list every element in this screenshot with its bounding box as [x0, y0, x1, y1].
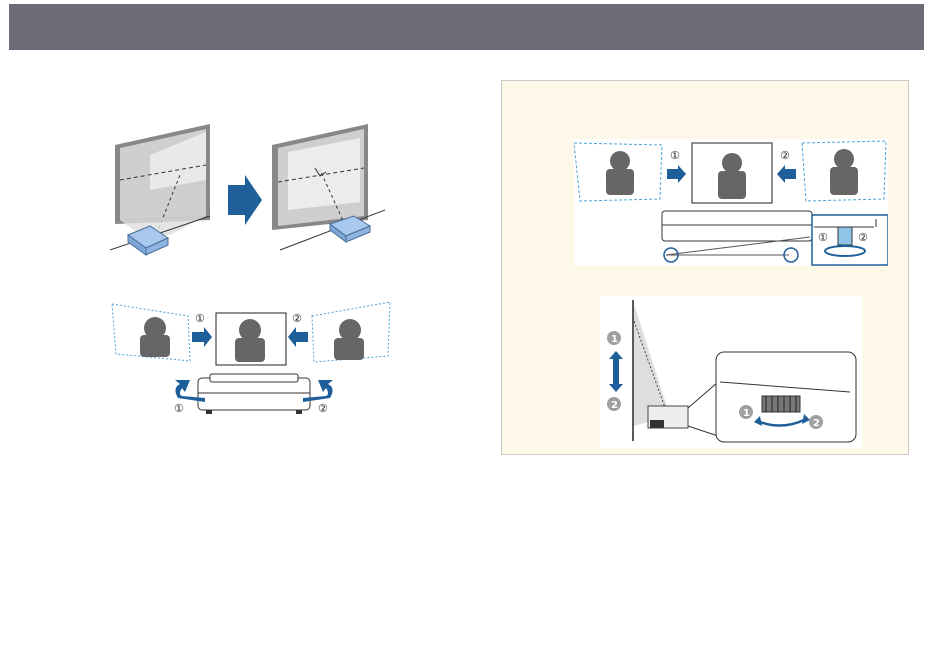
callout-2: ②	[292, 312, 302, 325]
note-box: ① ②	[501, 80, 909, 455]
projector-front	[662, 211, 812, 262]
screen-center	[216, 313, 286, 365]
header-bar	[9, 4, 924, 50]
screen-right-skewed	[312, 302, 390, 362]
callout-1: ①	[195, 312, 205, 325]
screen-right-skewed	[802, 141, 886, 201]
foot-adjuster-icon: ① ②	[812, 215, 888, 265]
callout-2: ②	[780, 149, 790, 162]
callout-1: ①	[174, 402, 184, 415]
arrow-right-icon	[667, 165, 686, 183]
callout-2: ②	[318, 402, 328, 415]
arrow-right-icon	[228, 175, 262, 225]
keystone-vertical-figure	[110, 120, 400, 260]
callout-1-label: 1	[743, 408, 750, 419]
callout-1: ①	[670, 149, 680, 162]
callout-2: ②	[858, 231, 868, 244]
callout-1: ①	[818, 231, 828, 244]
projector-side	[648, 406, 688, 428]
arrow-left-icon	[777, 165, 796, 183]
callout-2-label: 2	[813, 418, 820, 429]
horizontal-adjust-figure: ① ② ① ②	[110, 298, 395, 423]
foot-adjuster-icon: 1 2	[716, 352, 856, 442]
callout-2-label: 2	[611, 400, 618, 411]
callout-1-label: 1	[611, 334, 618, 345]
projector-top	[198, 374, 310, 414]
up-down-arrow-icon	[609, 351, 623, 392]
screen-before	[110, 124, 210, 250]
arrow-left-icon	[288, 327, 308, 347]
screen-center	[692, 143, 772, 203]
arrow-right-icon	[192, 327, 212, 347]
screen-left-skewed	[574, 143, 662, 201]
foot-adjust-inset-vertical: 1 2 1	[600, 296, 862, 448]
screen-left-skewed	[112, 304, 190, 361]
foot-adjust-inset-horizontal: ① ②	[574, 139, 888, 266]
